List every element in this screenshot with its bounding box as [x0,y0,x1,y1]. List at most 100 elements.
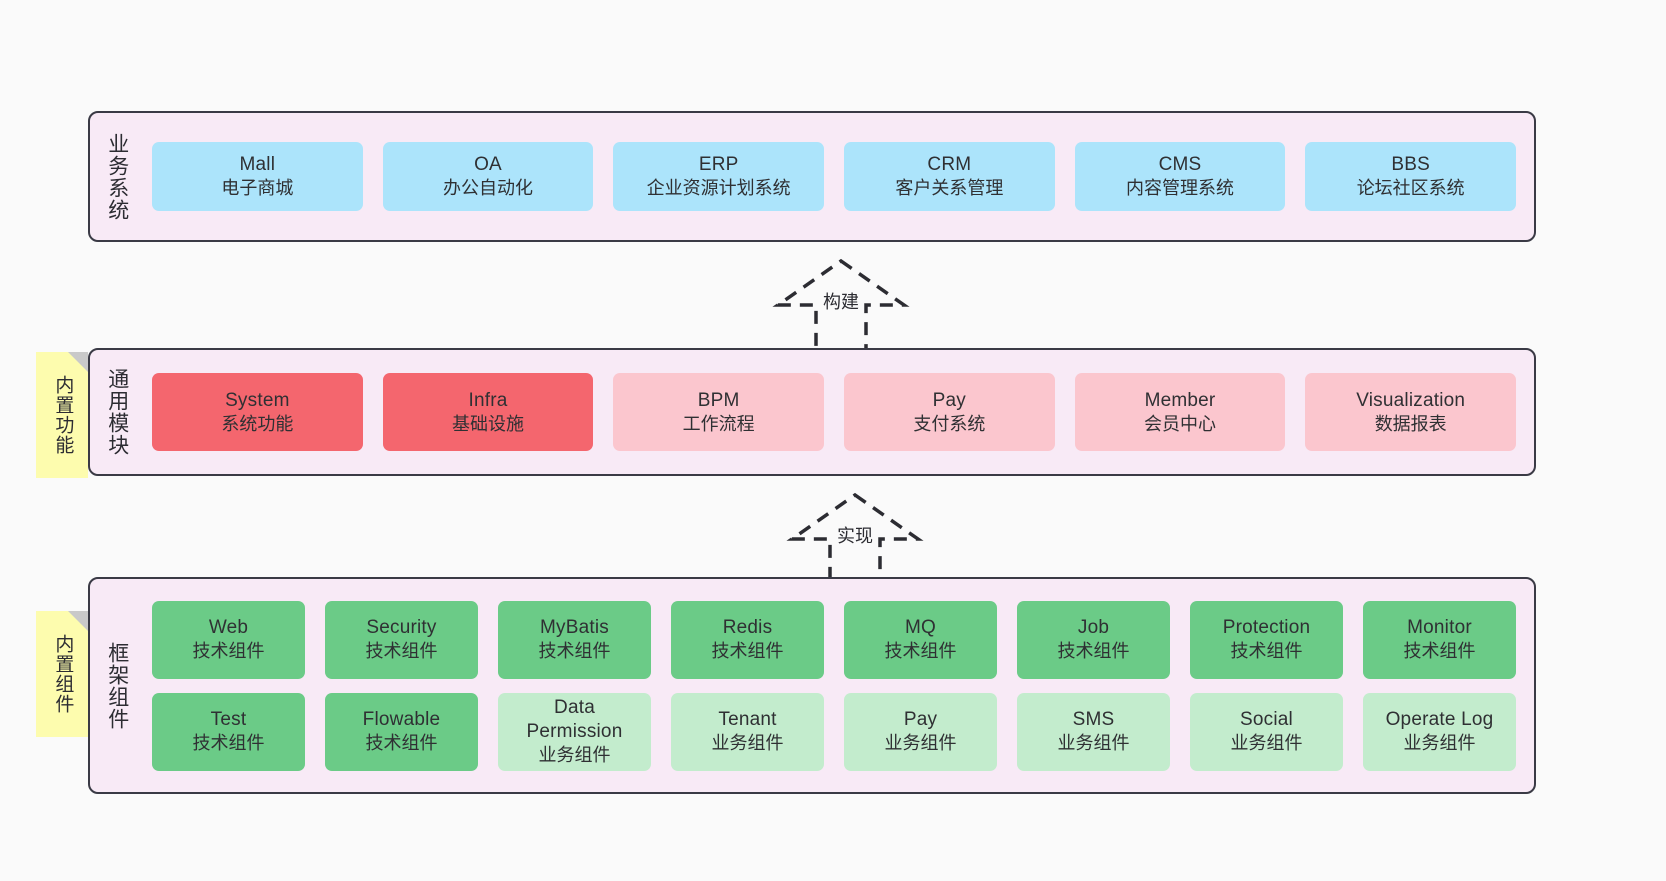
node-flowable[interactable]: Flowable 技术组件 [325,692,478,771]
node-operate-log-en: Operate Log [1385,709,1494,731]
node-cms-en: CMS [1158,154,1202,176]
node-job-en: Job [1077,617,1110,639]
layer-business-system: 业务系统 Mall 电子商城 OA 办公自动化 ERP 企业资源计划系统 CRM… [88,111,1536,242]
node-test[interactable]: Test 技术组件 [152,692,305,771]
node-mybatis[interactable]: MyBatis 技术组件 [498,600,651,679]
node-bbs[interactable]: BBS 论坛社区系统 [1305,142,1517,211]
sticky-note-builtin-components-label: 内置组件 [52,634,74,714]
node-protection-en: Protection [1222,617,1311,639]
node-web-cn: 技术组件 [192,641,265,662]
node-tenant-cn: 业务组件 [711,733,784,754]
node-mall[interactable]: Mall 电子商城 [152,142,363,211]
node-system-cn: 系统功能 [221,413,294,434]
node-row-framework-business: Test 技术组件 Flowable 技术组件 Data Permission … [152,692,1516,771]
node-mybatis-cn: 技术组件 [538,641,611,662]
node-infra-cn: 基础设施 [452,413,524,434]
node-visualization[interactable]: Visualization 数据报表 [1305,373,1517,451]
layer-title-common: 通用模块 [105,368,129,456]
node-pay-module-cn: 支付系统 [913,413,986,434]
node-infra[interactable]: Infra 基础设施 [382,373,594,451]
node-member[interactable]: Member 会员中心 [1074,373,1286,451]
node-bpm[interactable]: BPM 工作流程 [613,373,825,451]
node-erp-en: ERP [698,154,739,176]
node-erp[interactable]: ERP 企业资源计划系统 [613,142,825,211]
node-oa-en: OA [474,154,502,176]
node-mall-cn: 电子商城 [221,178,294,199]
node-sms-en: SMS [1072,709,1115,731]
node-visualization-en: Visualization [1356,389,1466,411]
node-row-common: System 系统功能 Infra 基础设施 BPM 工作流程 Pay 支付系统… [152,373,1517,451]
layer-title-business: 业务系统 [105,132,129,221]
node-cms[interactable]: CMS 内容管理系统 [1074,142,1286,211]
node-data-permission-cn: 业务组件 [538,745,611,766]
layer-body-common: System 系统功能 Infra 基础设施 BPM 工作流程 Pay 支付系统… [144,350,1534,474]
node-web-en: Web [208,617,249,639]
node-mall-en: Mall [239,154,276,176]
node-tenant-en: Tenant [718,709,777,731]
node-job-cn: 技术组件 [1057,641,1130,662]
node-data-permission-en: Data Permission [526,697,623,743]
sticky-note-builtin-features: 内置功能 [36,352,88,478]
node-pay-component[interactable]: Pay 业务组件 [844,692,997,771]
node-pay-component-en: Pay [903,709,938,731]
node-cms-cn: 内容管理系统 [1126,178,1235,199]
node-monitor-cn: 技术组件 [1403,641,1476,662]
node-operate-log[interactable]: Operate Log 业务组件 [1363,692,1516,771]
node-protection-cn: 技术组件 [1230,641,1303,662]
node-bbs-en: BBS [1391,154,1430,176]
layer-body-business: Mall 电子商城 OA 办公自动化 ERP 企业资源计划系统 CRM 客户关系… [144,113,1534,240]
node-visualization-cn: 数据报表 [1374,413,1447,434]
sticky-note-builtin-components: 内置组件 [36,611,88,737]
node-oa[interactable]: OA 办公自动化 [382,142,594,211]
node-pay-component-cn: 业务组件 [884,733,957,754]
connector-build: 构建 [746,253,936,353]
node-security-en: Security [366,617,437,639]
node-sms[interactable]: SMS 业务组件 [1017,692,1170,771]
node-monitor[interactable]: Monitor 技术组件 [1363,600,1516,679]
connector-implement-label: 实现 [834,522,876,548]
connector-implement: 实现 [760,487,950,587]
layer-common-module: 通用模块 System 系统功能 Infra 基础设施 BPM 工作流程 Pay… [88,348,1536,476]
node-data-permission[interactable]: Data Permission 业务组件 [498,692,651,771]
node-redis[interactable]: Redis 技术组件 [671,600,824,679]
connector-build-label: 构建 [820,288,862,314]
layer-framework-component: 框架组件 Web 技术组件 Security 技术组件 MyBatis 技术组件… [88,577,1536,794]
node-tenant[interactable]: Tenant 业务组件 [671,692,824,771]
node-test-en: Test [210,709,247,731]
connector-build-arrow-icon [772,258,910,353]
node-flowable-cn: 技术组件 [365,733,438,754]
node-crm-cn: 客户关系管理 [895,178,1004,199]
node-protection[interactable]: Protection 技术组件 [1190,600,1343,679]
node-social-cn: 业务组件 [1230,733,1303,754]
sticky-fold-icon [68,611,88,631]
node-operate-log-cn: 业务组件 [1403,733,1476,754]
node-security[interactable]: Security 技术组件 [325,600,478,679]
node-web[interactable]: Web 技术组件 [152,600,305,679]
node-bpm-cn: 工作流程 [682,413,755,434]
layer-body-framework: Web 技术组件 Security 技术组件 MyBatis 技术组件 Redi… [144,579,1534,792]
layer-title-framework: 框架组件 [105,641,129,730]
node-crm-en: CRM [927,154,972,176]
connector-implement-arrow-icon [786,492,924,587]
node-redis-cn: 技术组件 [711,641,784,662]
node-member-cn: 会员中心 [1144,413,1217,434]
node-system[interactable]: System 系统功能 [152,373,363,451]
node-mq[interactable]: MQ 技术组件 [844,600,997,679]
node-security-cn: 技术组件 [365,641,438,662]
node-test-cn: 技术组件 [192,733,265,754]
node-pay-module[interactable]: Pay 支付系统 [844,373,1055,451]
node-job[interactable]: Job 技术组件 [1017,600,1170,679]
node-mq-en: MQ [904,617,936,639]
node-row-business: Mall 电子商城 OA 办公自动化 ERP 企业资源计划系统 CRM 客户关系… [152,142,1517,211]
node-sms-cn: 业务组件 [1057,733,1130,754]
node-flowable-en: Flowable [362,709,441,731]
node-row-framework-technical: Web 技术组件 Security 技术组件 MyBatis 技术组件 Redi… [152,600,1516,679]
node-bpm-en: BPM [697,389,740,411]
node-system-en: System [225,389,290,411]
node-social[interactable]: Social 业务组件 [1190,692,1343,771]
node-mq-cn: 技术组件 [884,641,957,662]
node-crm[interactable]: CRM 客户关系管理 [844,142,1055,211]
sticky-note-builtin-features-label: 内置功能 [52,375,74,455]
node-bbs-cn: 论坛社区系统 [1356,178,1465,199]
